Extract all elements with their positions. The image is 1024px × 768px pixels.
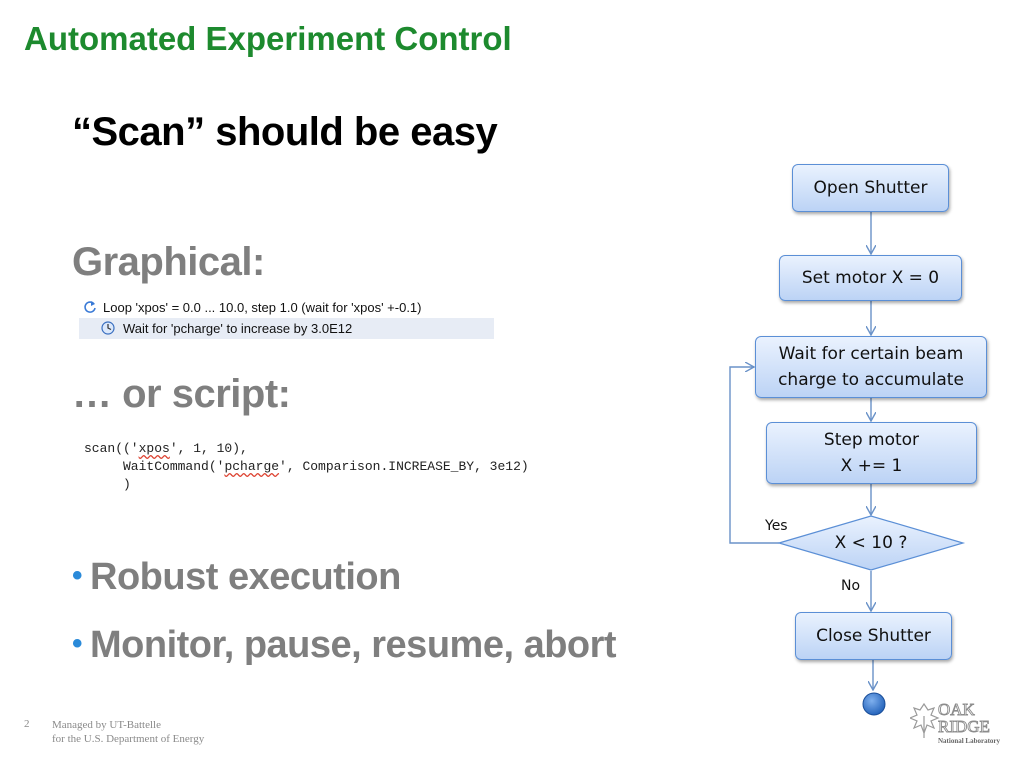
node-label: Step motor [823, 430, 920, 450]
loop-command-text: Loop 'xpos' = 0.0 ... 10.0, step 1.0 (wa… [103, 300, 422, 315]
code-text: scan((' [84, 441, 139, 456]
code-text: xpos [138, 441, 170, 456]
wait-command-row[interactable]: Wait for 'pcharge' to increase by 3.0E12 [79, 318, 494, 339]
code-text: ', Comparison.INCREASE_BY, 3e12) [279, 459, 529, 474]
node-label: Open Shutter [813, 178, 928, 198]
logo-text: RIDGE [938, 717, 990, 736]
node-label: Close Shutter [816, 626, 931, 646]
footer-line: Managed by UT-Battelle [52, 719, 161, 731]
code-text: ) [84, 477, 131, 492]
bullet-dot-icon: • [72, 627, 83, 660]
yes-label: Yes [765, 518, 788, 534]
logo-text: OAK [938, 700, 976, 719]
bullet-text: Robust execution [90, 556, 401, 598]
oak-leaf-icon: OAK RIDGE National Laboratory [908, 700, 1001, 745]
node-label: Wait for certain beam [778, 344, 964, 364]
decision-diamond [776, 515, 966, 571]
flow-node-set-motor: Set motor X = 0 [779, 255, 962, 301]
end-node-icon [862, 692, 886, 716]
flow-node-close-shutter: Close Shutter [795, 612, 952, 660]
clock-icon [101, 321, 115, 335]
bullet-text: Monitor, pause, resume, abort [90, 624, 617, 666]
script-code: scan(('xpos', 1, 10), WaitCommand('pchar… [84, 440, 529, 494]
flow-node-step-motor: Step motor X += 1 [766, 422, 977, 484]
node-label: charge to accumulate [778, 370, 964, 390]
subtitle: “Scan” should be easy [72, 110, 498, 154]
logo-text: National Laboratory [938, 737, 1001, 745]
oak-ridge-logo: OAK RIDGE National Laboratory [908, 698, 1005, 746]
bullet-item: •Robust execution [72, 556, 401, 599]
bullet-item: •Monitor, pause, resume, abort [72, 624, 617, 667]
flow-node-open-shutter: Open Shutter [792, 164, 949, 212]
graphical-scan-panel: Loop 'xpos' = 0.0 ... 10.0, step 1.0 (wa… [79, 297, 494, 341]
footer-text: Managed by UT-Battelle for the U.S. Depa… [52, 718, 204, 746]
footer-line: for the U.S. Department of Energy [52, 733, 205, 745]
code-text: pcharge [224, 459, 280, 474]
loop-back-arrow [729, 367, 779, 544]
no-label: No [841, 578, 861, 594]
node-label: Set motor X = 0 [801, 268, 940, 288]
page-number: 2 [24, 718, 30, 730]
code-text: ', 1, 10), [169, 441, 248, 456]
flow-node-wait-beam: Wait for certain beam charge to accumulat… [755, 336, 987, 398]
loop-icon [84, 301, 96, 313]
node-label: X += 1 [840, 456, 903, 476]
decision-label: X < 10 ? [779, 533, 963, 553]
loop-command-row[interactable]: Loop 'xpos' = 0.0 ... 10.0, step 1.0 (wa… [79, 297, 494, 318]
wait-command-text: Wait for 'pcharge' to increase by 3.0E12 [123, 321, 353, 336]
bullet-dot-icon: • [72, 559, 83, 592]
graphical-label: Graphical: [72, 240, 265, 284]
decision-text: X < 10 ? [834, 533, 908, 553]
script-label: … or script: [72, 372, 291, 416]
code-text: WaitCommand(' [84, 459, 225, 474]
slide-title: Automated Experiment Control [24, 20, 512, 57]
